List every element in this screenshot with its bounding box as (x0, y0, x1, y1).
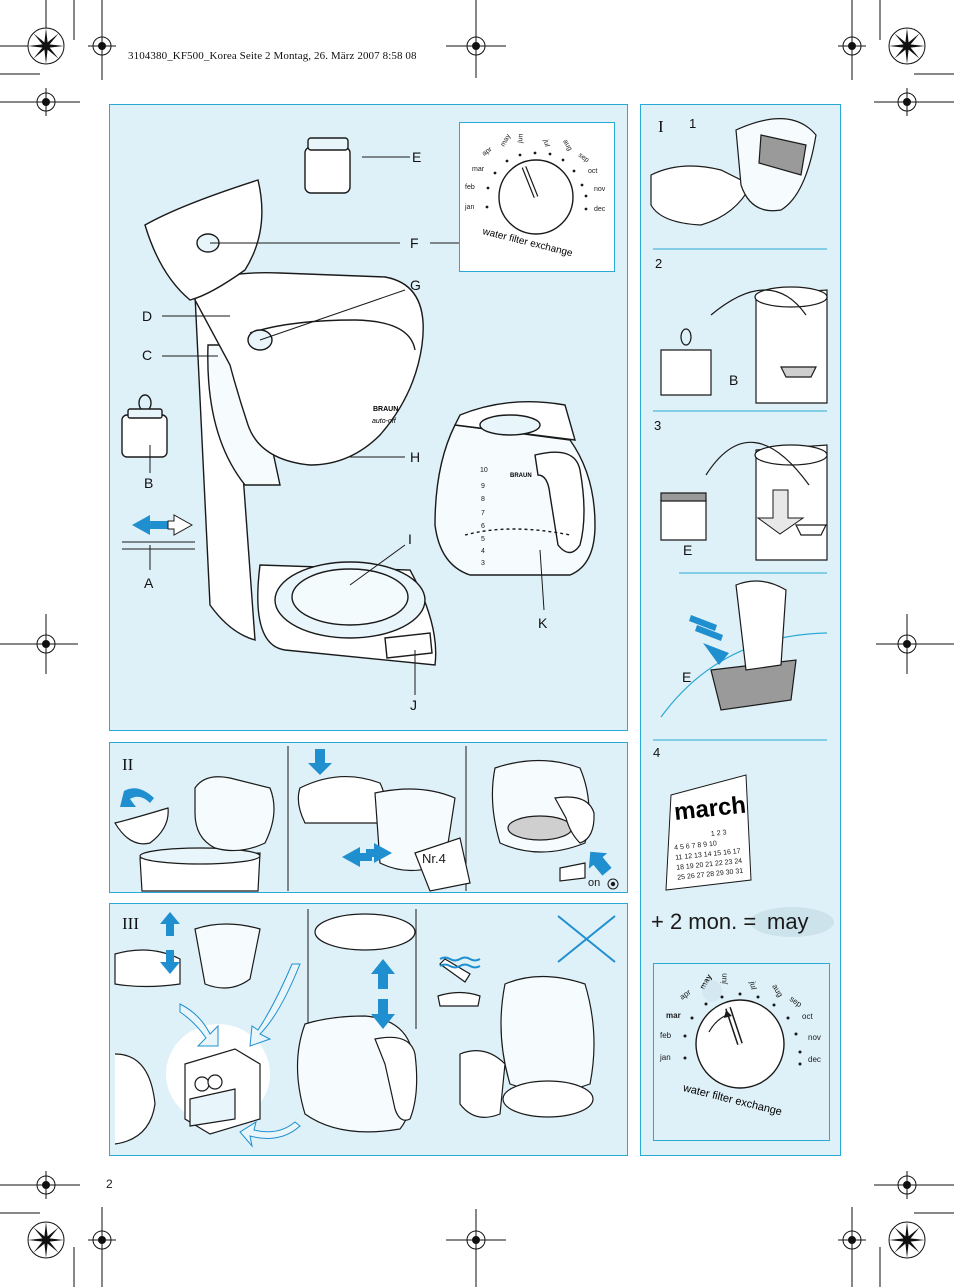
arrow-right-icon (366, 843, 392, 863)
section-ii-illustration (114, 746, 619, 892)
step-4: 4 (653, 745, 661, 760)
dial-feb: feb (465, 184, 475, 191)
step-1: 1 (689, 116, 697, 131)
dial-large-dec: dec (808, 1055, 821, 1064)
section-i-illustration: march 1 2 3 4 5 6 7 8 9 10 11 12 13 14 1… (650, 118, 834, 937)
down-arrow-icon-2 (160, 950, 180, 974)
filter-exchange-dial: jan feb mar apr may jun jul aug sep oct … (464, 133, 606, 260)
up-arrow-icon-2 (371, 959, 395, 989)
label-g: G (410, 277, 421, 293)
dial-jan: jan (464, 204, 474, 211)
filter-size-label: Nr.4 (422, 851, 446, 866)
label-b: B (144, 475, 154, 491)
dial-large-feb: feb (660, 1031, 672, 1040)
dial-large-sep: sep (788, 994, 804, 1009)
dial-nov: nov (594, 186, 606, 193)
scale-6: 6 (481, 523, 485, 530)
down-arrow-icon (308, 749, 332, 775)
scale-7: 7 (481, 510, 485, 517)
step-3: 3 (654, 418, 662, 433)
roman-iii: III (122, 914, 139, 933)
section-iii-illustration (114, 909, 616, 1148)
scale-4: 4 (481, 548, 485, 555)
filter-dial-large: jan feb mar apr may jun jul aug sep oct … (653, 963, 830, 1141)
dial-large-aug: aug (770, 983, 784, 999)
dial-jun: jun (517, 133, 525, 144)
roman-i: I (658, 117, 664, 136)
up-arrow-icon (160, 912, 180, 936)
label-d: D (142, 308, 153, 324)
label-j: J (410, 697, 417, 713)
dial-large-oct: oct (802, 1012, 813, 1021)
scale-8: 8 (481, 496, 485, 503)
label-i: I (408, 531, 412, 547)
section-iii-panel: III (109, 903, 628, 1156)
dial-large-jul: jul (748, 980, 758, 991)
dial-dec: dec (594, 206, 606, 213)
scale-5: 5 (481, 536, 485, 543)
scale-3: 3 (481, 560, 485, 567)
step-2: 2 (655, 256, 663, 271)
label-e-step3b: E (682, 669, 692, 685)
calendar-row-1: 1 2 3 (711, 829, 727, 838)
dial-jul: jul (542, 138, 550, 148)
scale-10: 10 (480, 467, 488, 474)
label-b-step2: B (729, 372, 739, 388)
brand-logo-machine: BRAUN (373, 406, 398, 413)
section-ii-panel: II Nr.4 on (109, 742, 628, 893)
dial-oct: oct (588, 168, 597, 175)
filter-exchange-dial-large: jan feb mar apr may jun jul aug sep oct … (659, 972, 821, 1118)
print-header: 3104380_KF500_Korea Seite 2 Montag, 26. … (128, 50, 417, 62)
formula-prefix: + 2 mon. = (651, 909, 757, 934)
lift-arrow-icon (120, 788, 154, 807)
dial-apr: apr (481, 146, 494, 158)
dial-large-mar: mar (666, 1011, 681, 1020)
press-down-arrow-icon (703, 643, 729, 665)
brand-logo-carafe: BRAUN (510, 473, 532, 479)
dial-may: may (500, 133, 513, 148)
label-f: F (410, 235, 419, 251)
label-a: A (144, 575, 154, 591)
label-c: C (142, 347, 153, 363)
dial-large-apr: apr (678, 987, 693, 1001)
label-k: K (538, 615, 548, 631)
label-e-step3: E (683, 542, 693, 558)
down-arrow-icon-3 (371, 999, 395, 1029)
dial-mar: mar (472, 166, 485, 173)
page-number: 2 (106, 1177, 113, 1191)
calendar-row-2: 4 5 6 7 8 9 10 (674, 840, 717, 851)
formula-result: may (767, 909, 809, 934)
dial-sep: sep (577, 152, 590, 164)
dial-large-nov: nov (808, 1033, 821, 1042)
press-arrow-icon (588, 851, 612, 876)
coffee-maker-illustration: 10 9 8 7 6 5 4 3 BRAUN BRAUN auto-off (121, 137, 596, 695)
dial-aug: aug (561, 139, 573, 153)
dial-large-jan: jan (659, 1053, 671, 1062)
label-e: E (412, 149, 422, 165)
filter-dial-inset: jan feb mar apr may jun jul aug sep oct … (459, 122, 615, 272)
on-indicator-icon (610, 881, 616, 887)
roman-ii: II (122, 755, 134, 774)
section-i-panel: I 1 2 3 4 (640, 104, 841, 1156)
scale-9: 9 (481, 483, 485, 490)
auto-off-text: auto-off (372, 418, 397, 425)
label-h: H (410, 449, 421, 465)
on-label: on (588, 877, 601, 889)
arrow-left-icon-2 (342, 847, 372, 867)
arrow-left-icon (132, 515, 170, 535)
main-diagram-panel: 10 9 8 7 6 5 4 3 BRAUN BRAUN auto-off (109, 104, 628, 731)
dial-large-jun: jun (719, 973, 729, 985)
